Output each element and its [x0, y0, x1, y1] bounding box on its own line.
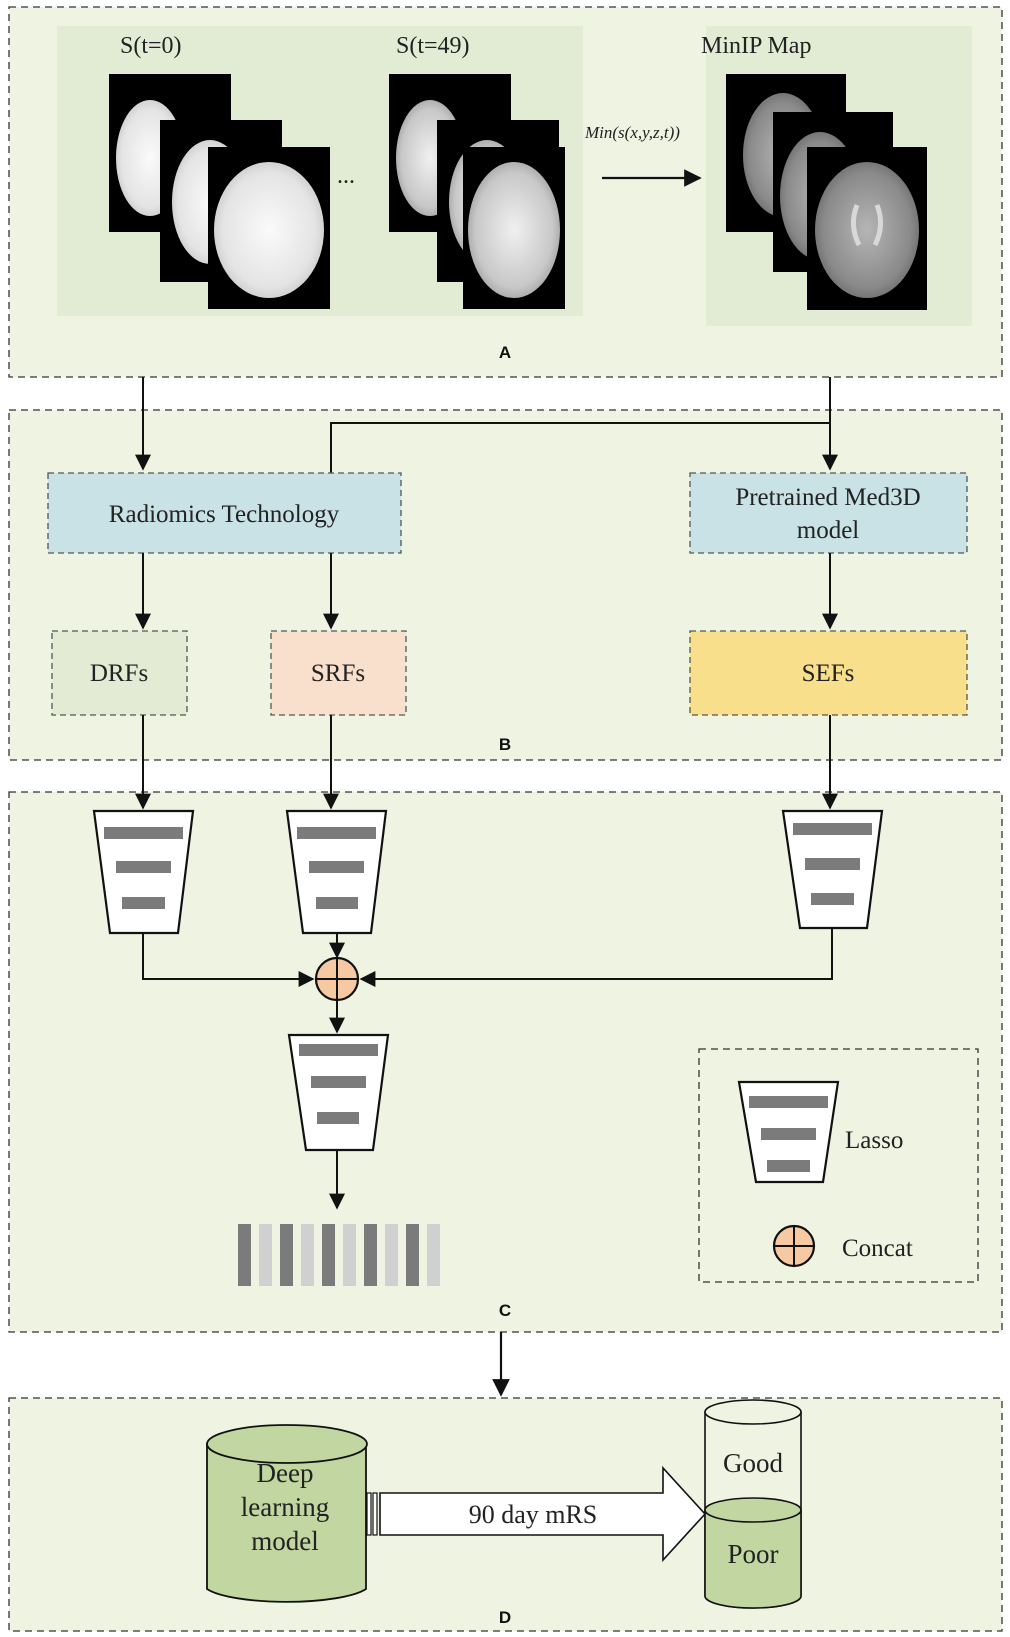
link-radiomics-to-med3d	[330, 422, 838, 473]
s-t49-label: S(t=49)	[396, 33, 470, 59]
lasso-funnel-srfs	[285, 809, 388, 935]
funnel-outline	[287, 1033, 390, 1152]
mri-stack-t0	[109, 74, 330, 309]
ventricle-shape	[851, 204, 883, 247]
brain-image	[815, 162, 919, 298]
dl-label-line2: learning	[241, 1492, 329, 1522]
feature-bar-light	[343, 1224, 356, 1286]
med3d-box	[689, 472, 968, 554]
poor-label: Poor	[727, 1539, 778, 1569]
radiomics-box	[47, 472, 402, 554]
funnel-bar	[104, 827, 183, 839]
panel-d-label: D	[499, 1608, 511, 1627]
good-label: Good	[723, 1448, 783, 1478]
feature-bar-dark	[238, 1224, 251, 1286]
funnel-bar	[311, 1076, 366, 1088]
panel-b-label: B	[499, 735, 511, 754]
ellipsis: ...	[337, 163, 355, 189]
poor-segment	[704, 1509, 802, 1609]
funnel-bar	[317, 1112, 359, 1124]
drfs-box	[51, 630, 188, 716]
funnel-bar	[805, 858, 860, 870]
funnel-bar	[122, 897, 165, 909]
sefs-label: SEFs	[802, 660, 855, 687]
legend-concat-label: Concat	[842, 1235, 913, 1262]
feature-bar-dark	[322, 1224, 335, 1286]
min-formula: Min(s(x,y,z,t))	[584, 123, 680, 142]
legend-lasso-icon	[737, 1080, 840, 1184]
panel-d: Deep learning model 90 day mRS Good Poor…	[8, 1397, 1003, 1632]
s-t0-label: S(t=0)	[120, 33, 182, 59]
minip-stack	[726, 74, 927, 310]
feature-bar-light	[301, 1224, 314, 1286]
funnel-bar	[309, 861, 364, 873]
legend-lasso-label: Lasso	[845, 1127, 903, 1154]
lasso-funnel-fused	[287, 1033, 390, 1152]
panel-c: Lasso Concat C	[8, 715, 1003, 1333]
minip-title: MinIP Map	[701, 33, 811, 59]
funnel-bar	[811, 893, 854, 905]
poor-segment-top	[704, 1497, 802, 1523]
feature-bar-light	[259, 1224, 272, 1286]
dl-label-line1: Deep	[257, 1458, 314, 1488]
feature-bar-dark	[364, 1224, 377, 1286]
panel-c-label: C	[499, 1301, 511, 1320]
funnel-bar	[793, 823, 872, 835]
funnel-bar	[316, 897, 358, 909]
outcome-cylinder	[704, 1399, 802, 1609]
legend: Lasso Concat	[698, 1048, 979, 1283]
sefs-box	[689, 630, 968, 716]
legend-concat-icon	[772, 1224, 816, 1268]
feature-bar-light	[427, 1224, 440, 1286]
concat-node	[314, 956, 360, 1002]
panel-a: S(t=0) S(t=49) MinIP Map ... Min(s(x,y,z…	[8, 6, 1003, 378]
srfs-label: SRFs	[311, 660, 365, 687]
mrs-block-arrow	[366, 1465, 707, 1563]
brain-image	[214, 162, 324, 298]
radiomics-label: Radiomics Technology	[109, 501, 340, 528]
panel-a-label: A	[499, 343, 511, 362]
mri-stack-t49	[389, 74, 565, 309]
feature-bar-dark	[406, 1224, 419, 1286]
brain-image	[468, 162, 560, 298]
srfs-box	[270, 630, 407, 716]
feature-vector	[238, 1224, 440, 1286]
funnel-bar	[116, 861, 171, 873]
feature-bar-dark	[280, 1224, 293, 1286]
funnel-bar	[297, 827, 376, 839]
lasso-funnel-drfs	[92, 809, 195, 935]
deep-learning-cylinder	[206, 1424, 368, 1603]
lasso-funnel-sefs	[781, 809, 884, 930]
feature-bar-light	[385, 1224, 398, 1286]
mrs-label: 90 day mRS	[469, 1500, 598, 1529]
med3d-label-line2: model	[797, 517, 860, 544]
panel-b: Radiomics Technology Pretrained Med3D mo…	[8, 405, 1003, 761]
dl-label-line3: model	[251, 1526, 319, 1556]
drfs-label: DRFs	[90, 660, 148, 687]
funnel-bar	[299, 1044, 378, 1056]
med3d-label-line1: Pretrained Med3D	[735, 484, 920, 511]
link-sefs-to-concat	[359, 928, 833, 987]
link-drfs-to-concat	[142, 933, 315, 987]
